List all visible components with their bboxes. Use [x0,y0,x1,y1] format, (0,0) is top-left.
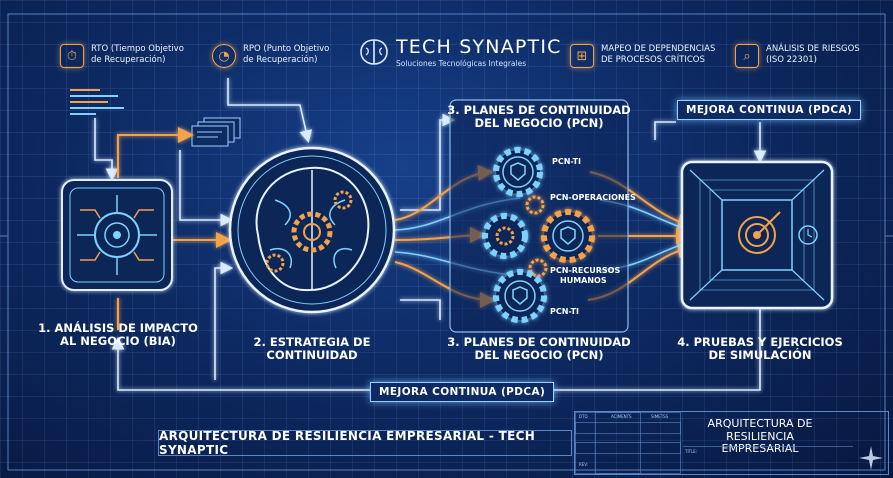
pcn-gears [482,147,595,323]
brand-name: TECH SYNAPTIC [396,36,562,58]
pcn-container [449,99,629,333]
stage-tests-label: 4. PRUEBAS Y EJERCICIOS DE SIMULACIÓN [677,335,843,363]
gear-small-1 [525,195,545,215]
strategy-brain-module [228,146,396,314]
legend-rpo-text: RPO (Punto Objetivo de Recuperación) [243,44,330,66]
pdca-bottom-badge: MEJORA CONTINUA (PDCA) [370,382,555,402]
gear-left-mid [482,213,528,259]
gear-ti-bottom [493,269,547,323]
brand-tagline: Soluciones Tecnológicas Integrales [396,59,527,68]
legend-risk-text: ANÁLISIS DE RIESGOS (ISO 22301) [766,44,860,66]
plan-recursos-label: PCN-RECURSOS HUMANOS [550,266,621,285]
pdca-top-badge: MEJORA CONTINUA (PDCA) [677,100,862,120]
footer-title: ARQUITECTURA DE RESILIENCIA EMPRESARIAL … [158,429,572,457]
dependency-map-icon: ⊞ [570,44,594,68]
rto-mini-chart [70,89,124,115]
timer-icon: ◔ [212,44,236,68]
plan-ti-bottom-label: PCN-TI [550,307,580,316]
connectors-orange [117,127,694,330]
legend-risk: ⌕ ANÁLISIS DE RIESGOS (ISO 22301) [735,44,860,68]
title-block: DTO ACIMENTS SIMETSS REV: ARQUITECTURA D… [574,411,889,475]
gear-ti-top [493,147,543,197]
bia-module [61,179,173,291]
plan-ti-top-label: PCN-TI [552,157,582,166]
stage-strategy-label: 2. ESTRATEGIA DE CONTINUIDAD [253,335,371,363]
frame-lines [0,13,893,471]
title-block-label: TITLE: [685,449,698,454]
legend-dependencies: ⊞ MAPEO DE DEPENDENCIAS DE PROCESOS CRÍT… [570,44,715,68]
title-block-col3: SIMETSS [651,414,669,419]
gear-operaciones [541,209,595,263]
stage-bia-label: 1. ANÁLISIS DE IMPACTO AL NEGOCIO (BIA) [38,321,198,349]
tests-module [680,160,834,310]
title-block-title: ARQUITECTURA DE RESILIENCIA EMPRESARIAL [707,417,813,456]
document-stack-icon [191,117,241,147]
risk-analysis-icon: ⌕ [735,44,759,68]
title-block-rev: REV: [579,462,589,467]
title-block-col2: ACIMENTS [611,414,632,419]
sparkle-icon [859,446,883,470]
gear-small-2 [528,258,548,278]
brain-logo-icon [360,39,388,65]
stage-pcn-top-label: 3. PLANES DE CONTINUIDAD DEL NEGOCIO (PC… [447,103,631,131]
title-block-col1: DTO [579,414,588,419]
stage-pcn-bottom-label: 3. PLANES DE CONTINUIDAD DEL NEGOCIO (PC… [447,335,631,363]
legend-dependencies-text: MAPEO DE DEPENDENCIAS DE PROCESOS CRÍTIC… [601,44,716,66]
legend-rto: ⏱ RTO (Tiempo Objetivo de Recuperación) [60,44,184,68]
plan-operaciones-label: PCN-OPERACIONES [550,193,636,202]
legend-rto-text: RTO (Tiempo Objetivo de Recuperación) [91,44,184,66]
brand-logo: TECH SYNAPTIC Soluciones Tecnológicas In… [358,36,562,68]
legend-rpo: ◔ RPO (Punto Objetivo de Recuperación) [212,44,329,68]
connectors-white [94,78,767,391]
stopwatch-doc-icon: ⏱ [60,44,84,68]
